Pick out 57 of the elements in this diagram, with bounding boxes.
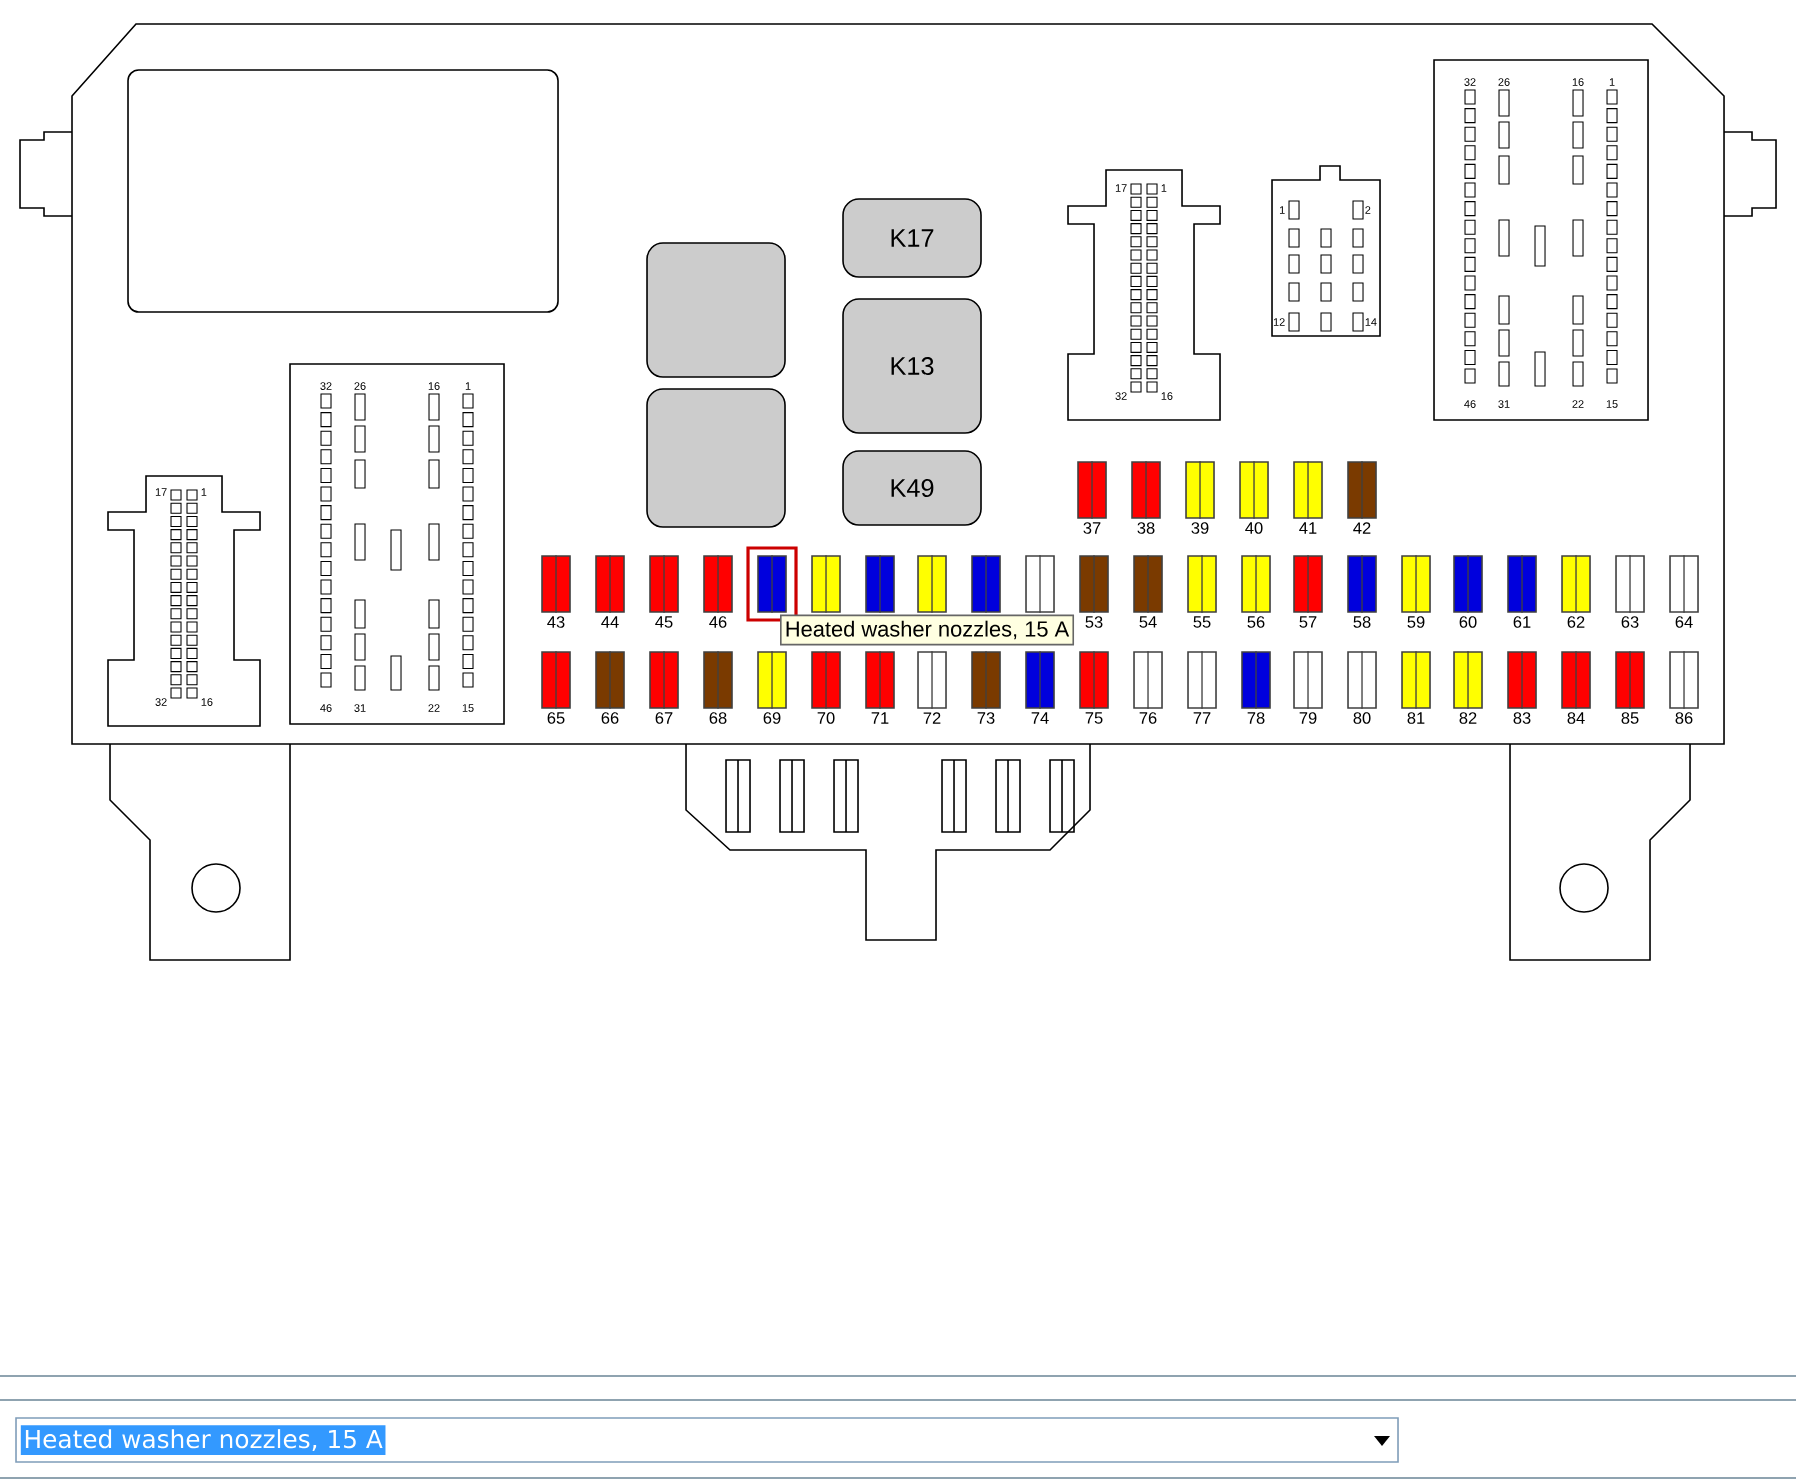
- fuse-number: 79: [1299, 712, 1317, 724]
- fuse-number: 38: [1137, 522, 1155, 534]
- fuse-number: 62: [1567, 616, 1585, 628]
- fuse-number: 39: [1191, 522, 1209, 534]
- fuse-number: 43: [547, 616, 565, 628]
- fuse-number: 40: [1245, 522, 1263, 534]
- fuse-number: 72: [923, 712, 941, 724]
- relay: K17: [842, 198, 982, 278]
- fuse-number: 59: [1407, 616, 1425, 628]
- fuse-number: 73: [977, 712, 995, 724]
- fuse-number: 81: [1407, 712, 1425, 724]
- fuse: [971, 554, 1001, 614]
- fuse: [811, 554, 841, 614]
- relay: K13: [842, 298, 982, 434]
- relay: K49: [842, 450, 982, 526]
- fuse-number: 83: [1513, 712, 1531, 724]
- fuse-number: 68: [709, 712, 727, 724]
- fuse-number: 63: [1621, 616, 1639, 628]
- fuse: [865, 554, 895, 614]
- fuse-number: 53: [1085, 616, 1103, 628]
- fuse-number: 74: [1031, 712, 1049, 724]
- fuse-number: 55: [1193, 616, 1211, 628]
- fuse-number: 86: [1675, 712, 1693, 724]
- fuse-number: 41: [1299, 522, 1317, 534]
- fuse-number: 56: [1247, 616, 1265, 628]
- fuse-number: 44: [601, 616, 619, 628]
- fuse-number: 70: [817, 712, 835, 724]
- fuse-number: 37: [1083, 522, 1101, 534]
- fuse-number: 75: [1085, 712, 1103, 724]
- fuse-number: 78: [1247, 712, 1265, 724]
- fuse-number: 57: [1299, 616, 1317, 628]
- fuse-number: 45: [655, 616, 673, 628]
- fuse-number: 64: [1675, 616, 1693, 628]
- fuse-number: 84: [1567, 712, 1585, 724]
- fuse-number: 82: [1459, 712, 1477, 724]
- fuse-number: 46: [709, 616, 727, 628]
- fuse-number: 65: [547, 712, 565, 724]
- fuse-number: 54: [1139, 616, 1157, 628]
- fuse-number: 71: [871, 712, 889, 724]
- dropdown-field: Heated washer nozzles, 15 A: [15, 1417, 1399, 1463]
- fuse-number: 42: [1353, 522, 1371, 534]
- relay: [646, 242, 786, 378]
- tooltip: Heated washer nozzles, 15 A: [780, 614, 1075, 646]
- fuse-number: 77: [1193, 712, 1211, 724]
- relay: [646, 388, 786, 528]
- fuse-number: 85: [1621, 712, 1639, 724]
- fuse-number: 80: [1353, 712, 1371, 724]
- fuse-number: 61: [1513, 616, 1531, 628]
- fuse: [757, 554, 787, 614]
- fuse-number: 76: [1139, 712, 1157, 724]
- fuse: [1025, 554, 1055, 614]
- fuse-number: 67: [655, 712, 673, 724]
- fuse-number: 60: [1459, 616, 1477, 628]
- fuse-number: 66: [601, 712, 619, 724]
- fuse-number: 69: [763, 712, 781, 724]
- fuse-number: 58: [1353, 616, 1371, 628]
- fuse: [917, 554, 947, 614]
